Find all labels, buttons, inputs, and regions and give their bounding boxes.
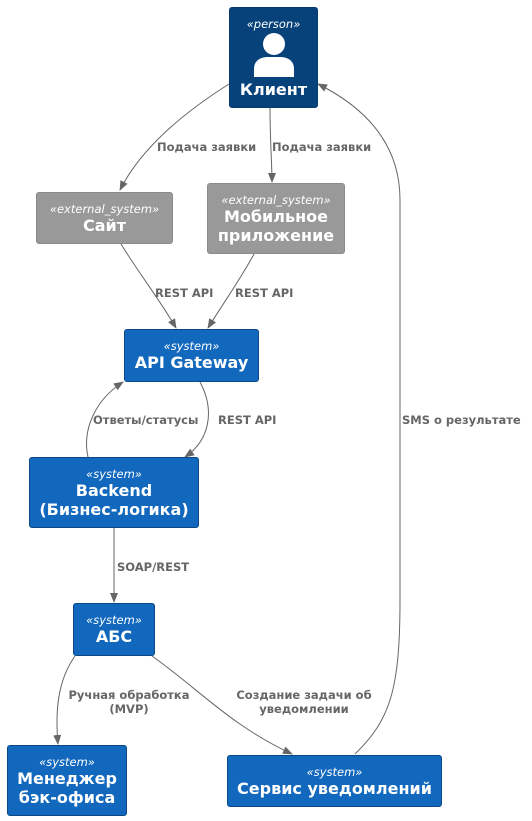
edge-notifications-client: [317, 83, 401, 755]
node-backend-title: Backend (Бизнес-логика): [39, 480, 189, 519]
node-site[interactable]: «external_system» Сайт: [36, 192, 173, 244]
edge-label-abs-notifications: Создание задачи об уведомлении: [236, 688, 372, 716]
edge-client-mobile: [267, 107, 276, 183]
node-abs-stereotype: «system»: [86, 613, 142, 627]
edge-label-backend-gateway: Ответы/статусы: [93, 413, 199, 427]
node-backend-stereotype: «system»: [86, 466, 142, 481]
node-manager-stereotype: «system»: [39, 754, 95, 769]
node-abs[interactable]: «system» АБС: [73, 603, 155, 656]
edge-label-backend-abs: SOAP/REST: [117, 560, 190, 574]
node-api-gateway-title: API Gateway: [134, 353, 249, 372]
edge-backend-gateway: [86, 381, 124, 458]
node-mobile-app-stereotype: «external_system»: [221, 192, 331, 207]
node-api-gateway[interactable]: «system» API Gateway: [124, 329, 259, 382]
edge-label-site-gateway: REST API: [155, 286, 214, 300]
edge-label-gateway-backend: REST API: [218, 413, 277, 427]
node-manager-title: Менеджер бэк-офиса: [17, 768, 117, 807]
node-site-stereotype: «external_system»: [49, 201, 160, 216]
node-abs-title: АБС: [95, 627, 133, 646]
edge-abs-notifications: [151, 655, 293, 755]
node-notifications-title: Сервис уведомлений: [237, 778, 432, 798]
edge-client-site: [119, 83, 230, 191]
edge-abs-manager: [53, 655, 76, 745]
node-manager[interactable]: «system» Менеджер бэк-офиса: [7, 745, 127, 816]
node-mobile-app-title: Мобильное приложение: [217, 206, 335, 245]
node-backend[interactable]: «system» Backend (Бизнес-логика): [29, 457, 199, 528]
edge-mobile-gateway: [207, 253, 255, 329]
edge-label-client-mobile: Подача заявки: [272, 140, 372, 154]
edge-label-abs-manager: Ручная обработка (MVP): [68, 688, 190, 716]
edge-gateway-backend: [184, 381, 209, 458]
node-client-title: Клиент: [239, 79, 308, 99]
person-icon: [253, 32, 294, 77]
node-client[interactable]: «person» Клиент: [229, 7, 318, 108]
edge-label-notifications-client: SMS о результате: [402, 413, 521, 427]
edge-label-client-site: Подача заявки: [157, 140, 257, 154]
node-api-gateway-stereotype: «system»: [163, 339, 220, 353]
node-notifications-stereotype: «system»: [306, 764, 363, 779]
node-client-stereotype: «person»: [246, 16, 301, 31]
edge-label-mobile-gateway: REST API: [235, 286, 294, 300]
node-notifications[interactable]: «system» Сервис уведомлений: [227, 755, 442, 807]
node-mobile-app[interactable]: «external_system» Мобильное приложение: [207, 183, 345, 254]
edge-site-gateway: [120, 243, 177, 329]
node-site-title: Сайт: [82, 215, 127, 235]
